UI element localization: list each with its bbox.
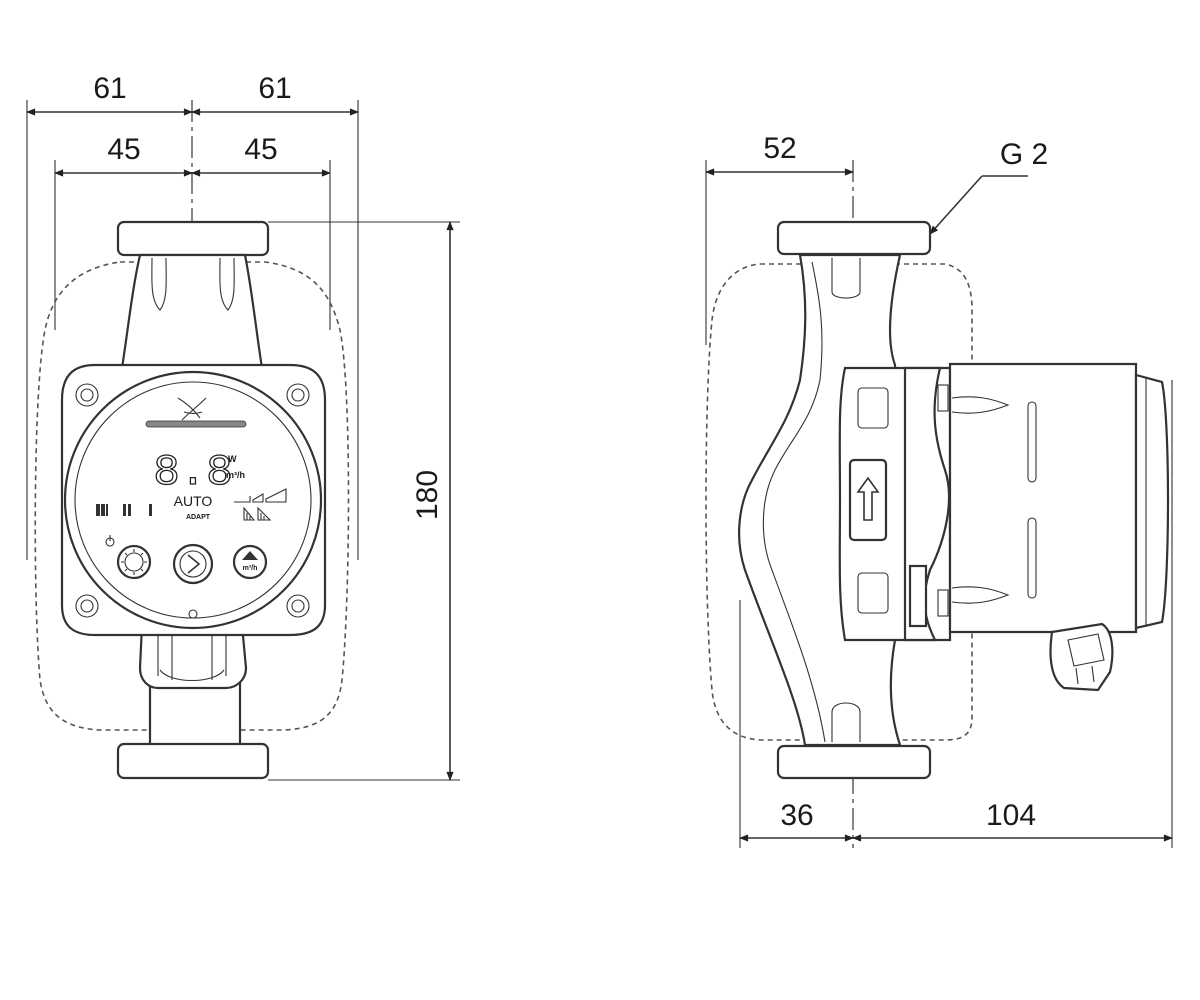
select-mode-button[interactable]: [172, 543, 214, 585]
dim-text-outer-right: 61: [258, 72, 291, 105]
thread-label: G 2: [1000, 138, 1048, 171]
side-motor-stator: [948, 362, 1138, 634]
front-terminal-details: [157, 630, 227, 681]
display-unit-mh: m³/h: [226, 470, 245, 480]
side-coupling-slot-bottom: [857, 572, 889, 614]
light-button[interactable]: [116, 544, 152, 580]
front-view: 61 61 45 45 180: [26, 72, 460, 781]
side-plug-connector: [1049, 622, 1114, 692]
dim-text-bottom-right: 104: [986, 799, 1036, 832]
front-neck-rib-right: [219, 257, 235, 311]
display-digits: 8.8: [153, 448, 232, 498]
front-bottom-flange: [116, 742, 270, 780]
side-top-port: [831, 258, 861, 299]
side-view: 52 36 104 G 2: [705, 132, 1173, 848]
front-indicator-dot: [188, 609, 198, 619]
front-envelope-outline: [34, 261, 350, 731]
brand-logo-icon: [145, 397, 247, 428]
chevron-right-icon: [187, 554, 201, 574]
side-envelope-outline: [705, 263, 973, 741]
power-icon: [105, 535, 115, 547]
arrow-up-icon: [856, 476, 880, 521]
dim-text-height: 180: [411, 470, 444, 520]
display-auto-label: AUTO: [174, 493, 213, 509]
front-corner-screws: [75, 383, 310, 618]
flow-direction-plate: [848, 458, 888, 542]
dim-text-top: 52: [763, 132, 796, 165]
display-unit-w: W: [228, 454, 237, 464]
display-adapt-label: ADAPT: [186, 514, 211, 521]
side-top-flange: [776, 220, 932, 256]
arrow-up-icon: [242, 551, 258, 560]
front-top-flange: [116, 220, 270, 257]
dim-text-outer-left: 61: [93, 72, 126, 105]
settings-button[interactable]: m³/h: [232, 544, 268, 580]
side-bottom-flange: [776, 744, 932, 780]
dim-text-bottom-left: 36: [780, 799, 813, 832]
side-coupling-slot-top: [857, 387, 889, 429]
side-connector: [908, 564, 928, 628]
side-clamp-screw-bottom: [937, 589, 949, 617]
side-motor-rib-bottom: [1027, 517, 1037, 599]
front-neck-rib-left: [151, 257, 167, 311]
front-terminal-box: [138, 623, 248, 690]
side-bottom-port: [831, 702, 861, 742]
curve-indicator-icon: [234, 488, 287, 521]
side-clamp-screw-top: [937, 384, 949, 412]
mode-indicator-bars: [96, 504, 152, 516]
side-volute-contour: [762, 261, 826, 743]
thread-leader-line: [929, 175, 983, 235]
side-motor-fin-bottom: [951, 586, 1010, 604]
side-motor-rib-top: [1027, 401, 1037, 483]
settings-button-label: m³/h: [243, 565, 258, 572]
dim-text-inner-right: 45: [244, 133, 277, 166]
side-motor-fin-top: [951, 396, 1010, 414]
dim-text-inner-left: 45: [107, 133, 140, 166]
front-top-neck: [120, 253, 264, 370]
side-motor-end-cap: [1134, 373, 1170, 630]
side-plug-details: [1067, 633, 1105, 685]
